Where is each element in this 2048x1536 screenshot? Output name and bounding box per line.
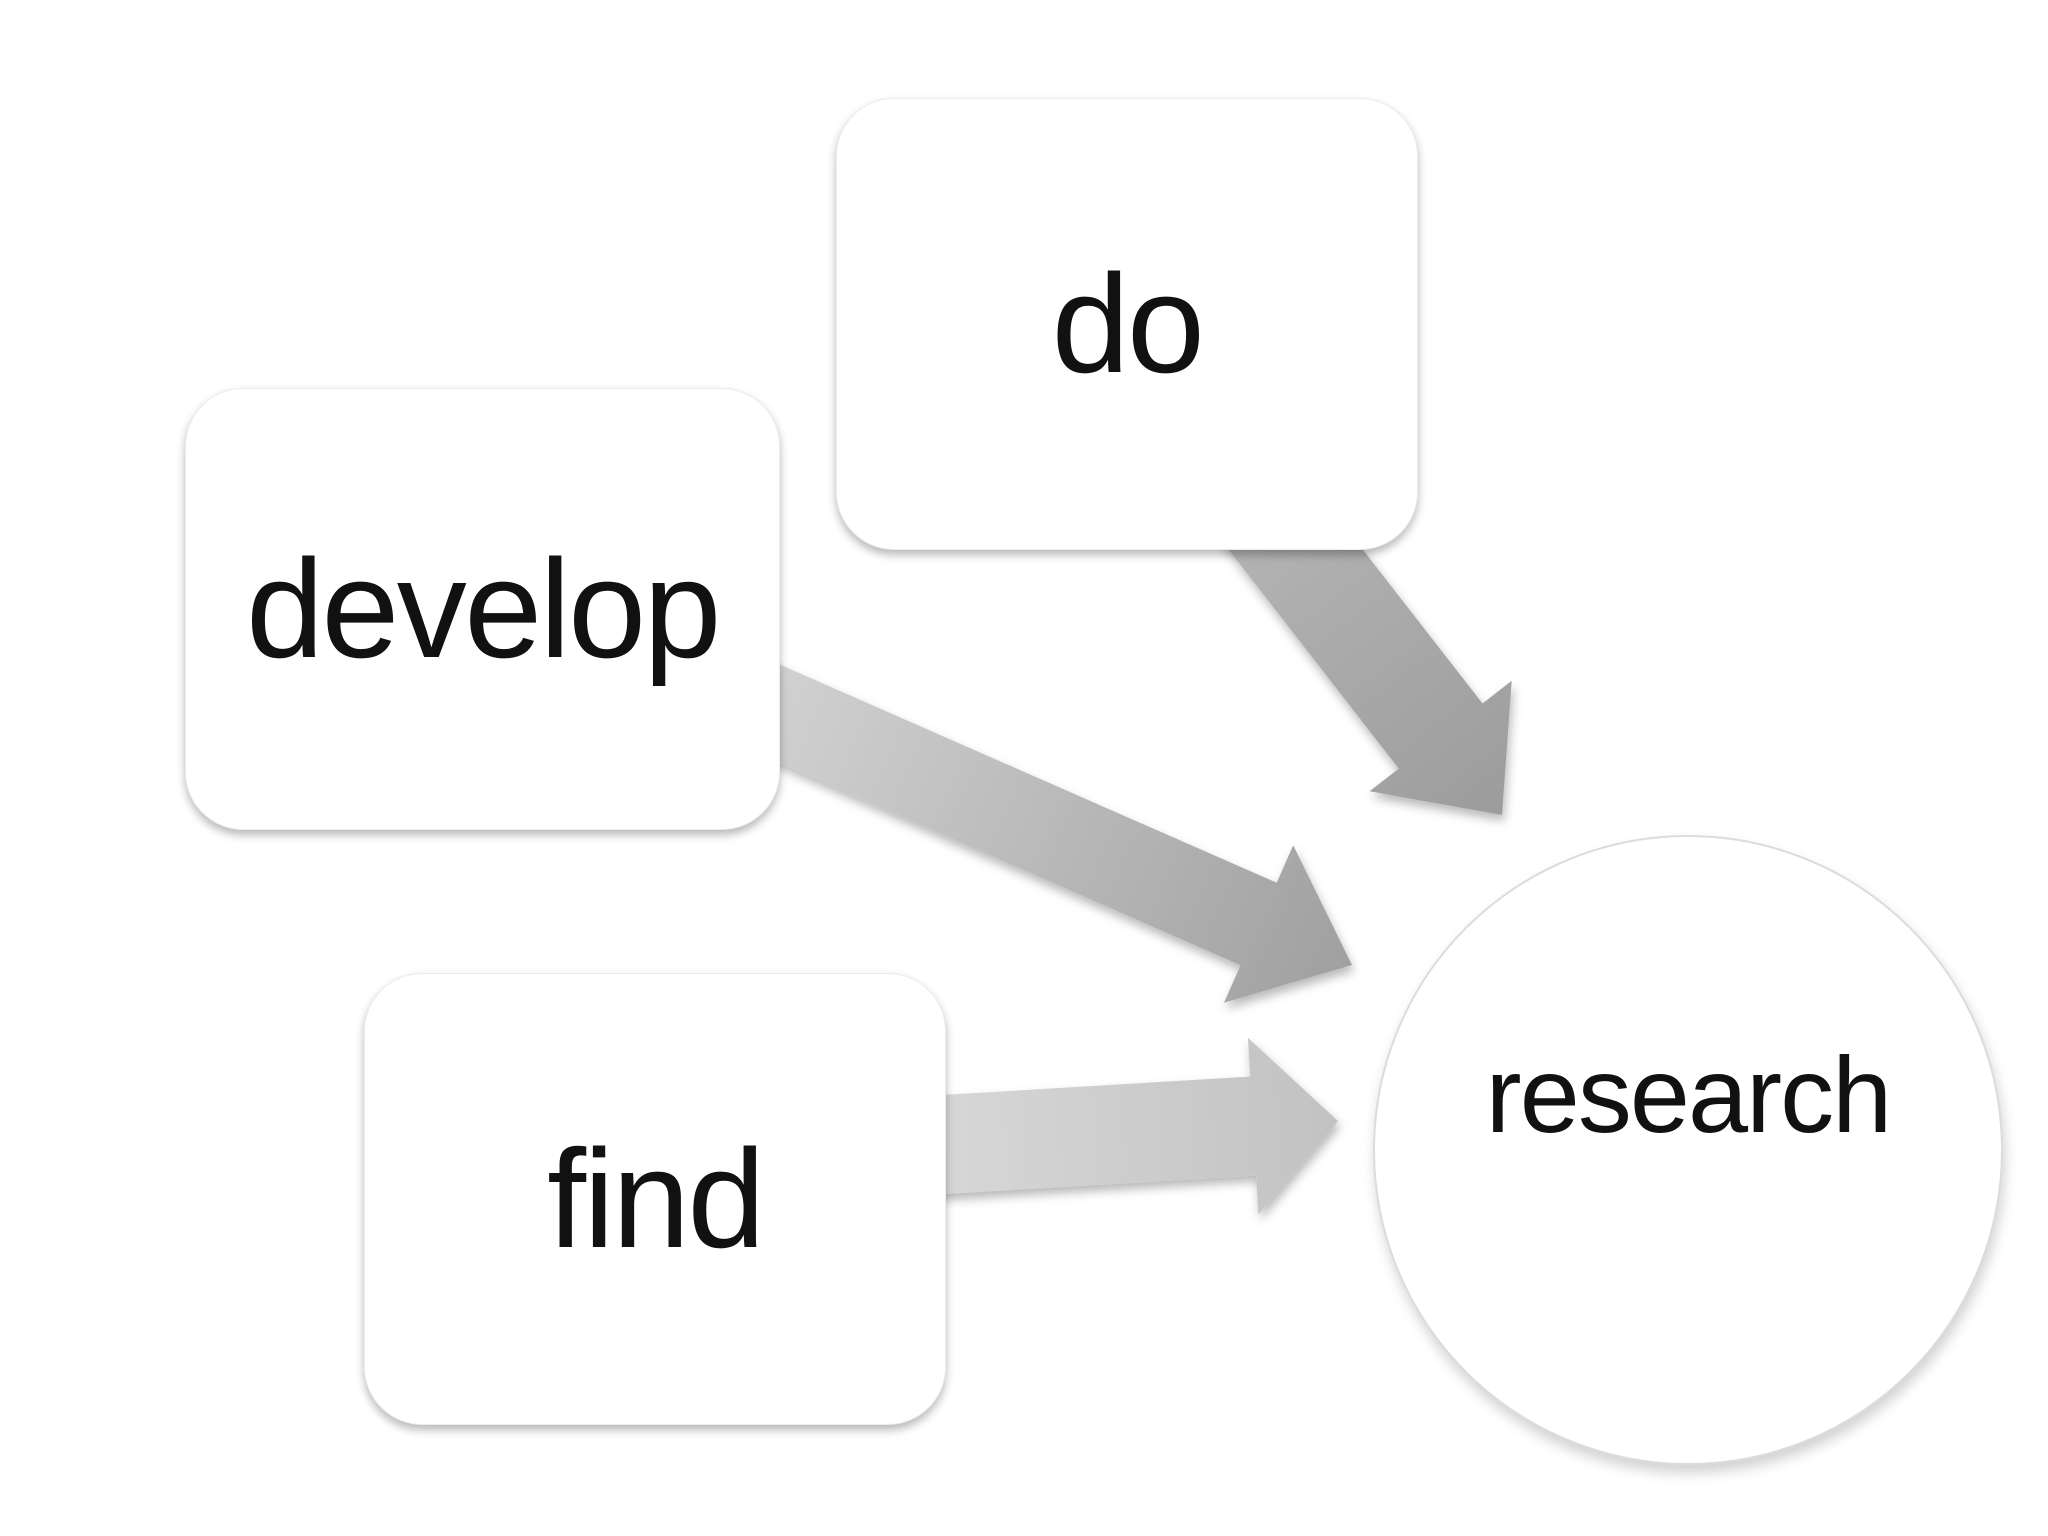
- arrow-develop-to-research: [709, 649, 1352, 1003]
- node-do-label: do: [1051, 245, 1205, 402]
- arrow-do-to-research: [1219, 472, 1512, 815]
- node-find: find: [364, 973, 946, 1425]
- node-develop: develop: [185, 388, 780, 830]
- arrow-find-to-research: [915, 1037, 1338, 1215]
- node-develop-label: develop: [246, 530, 721, 687]
- node-research-label: research: [1485, 1034, 1893, 1155]
- node-find-label: find: [547, 1120, 765, 1277]
- node-do: do: [836, 98, 1418, 550]
- node-research: research: [1373, 835, 2003, 1465]
